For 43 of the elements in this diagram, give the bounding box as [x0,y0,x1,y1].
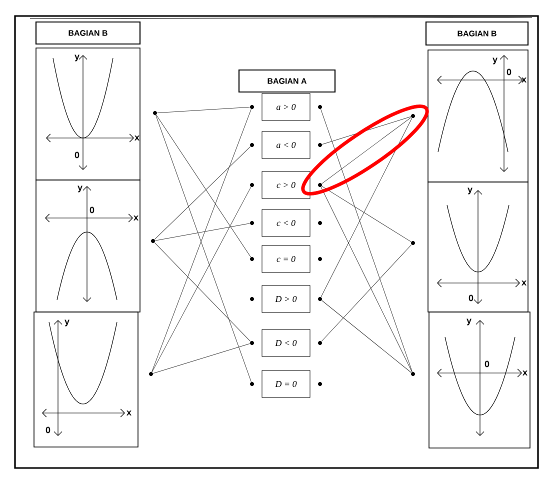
axis-label: 0 [484,360,490,368]
condition-box: D > 0 [262,285,310,313]
condition-box: c < 0 [262,209,310,237]
condition-box: a > 0 [262,93,310,121]
connecting-line [322,116,412,145]
condition-box: c > 0 [262,171,310,199]
axis-label: y [492,58,498,64]
connecting-line [156,114,252,258]
connecting-line [322,186,412,242]
axis-label: 0 [468,294,474,302]
axis-label: y [78,186,82,192]
connecting-line [152,343,250,374]
axis-label: x [134,136,140,140]
axis-label: x [522,280,526,286]
connecting-line [321,244,412,342]
connecting-line [154,242,251,342]
connecting-line [152,186,252,372]
axis-label: x [126,410,132,416]
connecting-line [321,300,412,373]
axis-label: 0 [506,68,512,76]
axis-label: 0 [90,206,94,214]
axis-label: y [468,188,472,194]
connecting-line [154,223,250,241]
connecting-line [322,117,412,184]
condition-box: a < 0 [262,131,310,159]
axis-label: 0 [74,152,80,158]
axis-label: y [74,54,80,62]
axis-label: y [64,320,70,326]
condition-box: D < 0 [262,329,310,357]
connecting-line [154,146,251,240]
section-header-box: BAGIAN B [35,21,141,45]
axis-label: x [522,78,526,82]
axis-label: x [134,216,138,220]
connecting-line [320,186,412,372]
axis-label: x [522,370,528,376]
section-header-box: BAGIAN A [238,69,336,93]
condition-box: D = 0 [262,370,310,398]
axis-label: y [466,318,472,326]
axis-label: 0 [46,426,50,434]
connecting-line [320,118,412,298]
connecting-line [156,106,250,114]
section-header-box: BAGIAN B [425,21,529,46]
condition-box: c = 0 [262,245,310,273]
